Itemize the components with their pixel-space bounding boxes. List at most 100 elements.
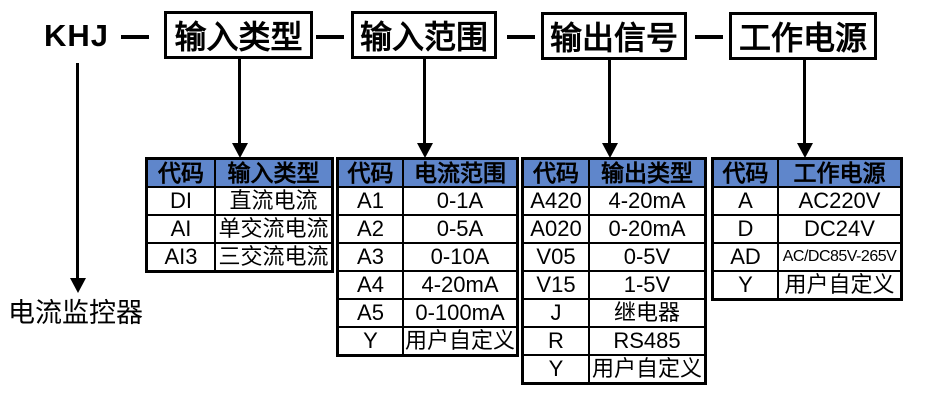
code-cell: A420: [521, 186, 590, 216]
code-cell: AI3: [145, 242, 216, 273]
value-cell: 直流电流: [214, 186, 334, 216]
code-cell: AD: [711, 242, 779, 272]
value-cell: 用户自定义: [588, 354, 707, 385]
dash-connector: [316, 35, 344, 39]
table-header-cell: 工作电源: [777, 157, 903, 188]
table-header-row: 代码输入类型: [145, 157, 334, 188]
dash-connector: [121, 35, 149, 39]
model-caption: 电流监控器: [8, 298, 143, 328]
arrowhead-icon: [416, 143, 433, 158]
down-arrow-power-supply: [796, 59, 813, 158]
segment-box-power-supply: 工作电源: [729, 12, 877, 60]
code-cell: Y: [521, 354, 590, 385]
code-cell: A020: [521, 214, 590, 244]
code-cell: Y: [336, 326, 404, 357]
down-arrow-output-signal: [601, 59, 618, 158]
value-cell: AC/DC85V-265V: [777, 242, 903, 272]
table-header-row: 代码输出类型: [521, 157, 707, 188]
arrowhead-icon: [69, 278, 86, 293]
table-header-cell: 输入类型: [214, 157, 334, 188]
value-cell: 0-5V: [588, 242, 707, 272]
value-cell: RS485: [588, 326, 707, 356]
dash-connector: [695, 35, 723, 39]
value-cell: 4-20mA: [402, 270, 519, 300]
value-cell: DC24V: [777, 214, 903, 244]
code-cell: A2: [336, 214, 404, 244]
dash-connector: [507, 35, 535, 39]
down-arrow-model-prefix: [69, 63, 86, 293]
segment-box-input-range: 输入范围: [351, 11, 497, 59]
code-cell: A3: [336, 242, 404, 272]
table-header-row: 代码工作电源: [711, 157, 903, 188]
table-header-cell: 电流范围: [402, 157, 519, 188]
down-arrow-input-range: [416, 59, 433, 158]
code-cell: V15: [521, 270, 590, 300]
value-cell: 继电器: [588, 298, 707, 328]
value-cell: 0-5A: [402, 214, 519, 244]
code-cell: DI: [145, 186, 216, 216]
segment-box-output-signal: 输出信号: [541, 12, 687, 60]
table-header-cell: 代码: [145, 157, 216, 188]
model-prefix: KHJ: [44, 18, 110, 53]
table-header-cell: 代码: [521, 157, 590, 188]
segment-box-input-type: 输入类型: [164, 11, 313, 59]
code-cell: A5: [336, 298, 404, 328]
code-cell: A: [711, 186, 779, 216]
table-header-row: 代码电流范围: [336, 157, 519, 188]
value-cell: 0-1A: [402, 186, 519, 216]
code-cell: J: [521, 298, 590, 328]
code-cell: A4: [336, 270, 404, 300]
value-cell: 0-20mA: [588, 214, 707, 244]
table-header-cell: 输出类型: [588, 157, 707, 188]
arrowhead-icon: [601, 143, 618, 158]
code-cell: Y: [711, 270, 779, 301]
value-cell: 4-20mA: [588, 186, 707, 216]
table-header-cell: 代码: [711, 157, 779, 188]
code-cell: D: [711, 214, 779, 244]
value-cell: 0-100mA: [402, 298, 519, 328]
code-cell: AI: [145, 214, 216, 244]
arrowhead-icon: [231, 143, 248, 158]
arrowhead-icon: [796, 143, 813, 158]
down-arrow-input-type: [231, 59, 248, 158]
code-cell: A1: [336, 186, 404, 216]
value-cell: 单交流电流: [214, 214, 334, 244]
value-cell: 0-10A: [402, 242, 519, 272]
table-header-cell: 代码: [336, 157, 404, 188]
value-cell: 用户自定义: [402, 326, 519, 357]
code-cell: R: [521, 326, 590, 356]
value-cell: 1-5V: [588, 270, 707, 300]
value-cell: 用户自定义: [777, 270, 903, 301]
value-cell: AC220V: [777, 186, 903, 216]
code-cell: V05: [521, 242, 590, 272]
